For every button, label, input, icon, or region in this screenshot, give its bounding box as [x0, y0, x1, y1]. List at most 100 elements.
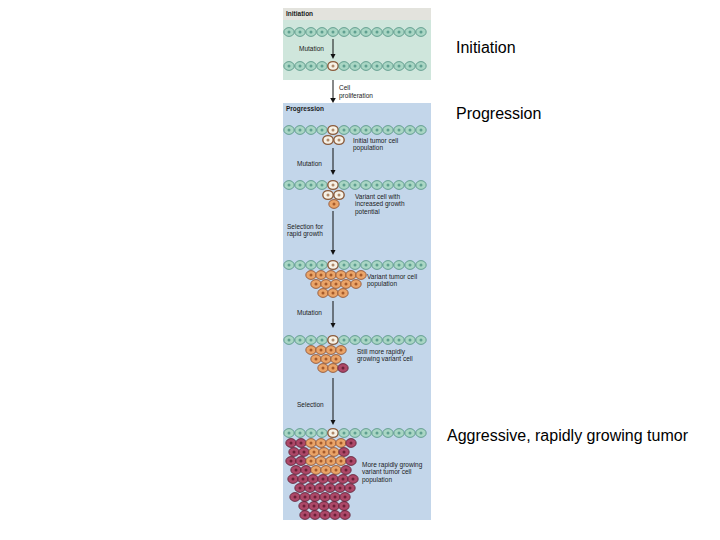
- cell-nucleus: [333, 203, 336, 206]
- cell-nucleus: [340, 460, 343, 463]
- cell-symbol: [306, 336, 316, 345]
- cell-symbol: [328, 336, 338, 345]
- cell-symbol: [361, 181, 371, 190]
- cell-nucleus: [376, 129, 379, 132]
- cell-symbol: [295, 261, 305, 270]
- cell-body: [405, 126, 415, 135]
- cell-symbol: [319, 502, 329, 511]
- cell-nucleus: [321, 339, 324, 342]
- cell-body: [339, 502, 349, 511]
- cell-nucleus: [310, 129, 313, 132]
- cell-symbol: [383, 429, 393, 438]
- cell-nucleus: [309, 487, 312, 490]
- cell-nucleus: [310, 442, 313, 445]
- cell-nucleus: [343, 65, 346, 68]
- cell-body: [306, 62, 316, 71]
- cell-nucleus: [387, 264, 390, 267]
- cell-nucleus: [409, 264, 412, 267]
- cell-body: [335, 484, 345, 493]
- cell-nucleus: [300, 460, 303, 463]
- cell-body: [325, 484, 335, 493]
- cell-nucleus: [332, 478, 335, 481]
- cell-symbol: [356, 271, 366, 280]
- cell-nucleus: [312, 478, 315, 481]
- cell-body: [311, 355, 321, 364]
- cell-body: [351, 280, 361, 289]
- cell-nucleus: [376, 184, 379, 187]
- cell-symbol: [311, 280, 321, 289]
- cell-symbol: [394, 62, 404, 71]
- cell-symbol: [339, 126, 349, 135]
- cell-body: [405, 261, 415, 270]
- cell-nucleus: [332, 264, 335, 267]
- cell-body: [318, 475, 328, 484]
- cell-nucleus: [350, 460, 353, 463]
- cell-nucleus: [319, 487, 322, 490]
- stage-annotation: Aggressive, rapidly growing tumor: [447, 426, 688, 445]
- cell-symbol: [295, 62, 305, 71]
- cell-symbol: [295, 28, 305, 37]
- cell-symbol: [350, 181, 360, 190]
- cell-body: [346, 271, 356, 280]
- cell-symbol: [350, 261, 360, 270]
- cell-symbol: [306, 346, 316, 355]
- cell-symbol: [339, 62, 349, 71]
- cell-body: [306, 126, 316, 135]
- cell-symbol: [372, 28, 382, 37]
- cell-body: [383, 62, 393, 71]
- cell-nucleus: [354, 129, 357, 132]
- step-label: Variant cell with increased growth poten…: [355, 193, 423, 215]
- cell-nucleus: [325, 469, 328, 472]
- cell-symbol: [310, 511, 320, 520]
- cell-symbol: [284, 126, 294, 135]
- cell-body: [350, 429, 360, 438]
- cell-symbol: [284, 62, 294, 71]
- cell-nucleus: [303, 451, 306, 454]
- cell-nucleus: [299, 129, 302, 132]
- cell-body: [372, 261, 382, 270]
- cell-nucleus: [409, 184, 412, 187]
- cell-body: [328, 62, 338, 71]
- cell-symbol: [309, 502, 319, 511]
- cell-body: [300, 511, 310, 520]
- cell-symbol: [323, 136, 333, 145]
- cell-body: [295, 126, 305, 135]
- cell-symbol: [416, 261, 426, 270]
- cell-nucleus: [293, 451, 296, 454]
- cell-symbol: [316, 271, 326, 280]
- cell-symbol: [306, 261, 316, 270]
- cell-symbol: [318, 364, 328, 373]
- cell-symbol: [334, 136, 344, 145]
- cell-symbol: [309, 448, 319, 457]
- cell-body: [306, 429, 316, 438]
- cell-nucleus: [343, 129, 346, 132]
- cell-nucleus: [332, 292, 335, 295]
- cell-body: [305, 484, 315, 493]
- cell-symbol: [296, 439, 306, 448]
- arrow-shaft: [333, 211, 334, 251]
- cell-symbol: [295, 429, 305, 438]
- cell-symbol: [336, 457, 346, 466]
- cell-body: [295, 181, 305, 190]
- cell-nucleus: [409, 432, 412, 435]
- cell-body: [416, 261, 426, 270]
- cell-nucleus: [335, 358, 338, 361]
- cell-body: [295, 28, 305, 37]
- cell-body: [336, 439, 346, 448]
- cell-nucleus: [340, 349, 343, 352]
- cell-nucleus: [288, 339, 291, 342]
- cell-symbol: [372, 429, 382, 438]
- cell-nucleus: [321, 129, 324, 132]
- cell-nucleus: [320, 460, 323, 463]
- cell-body: [361, 336, 371, 345]
- cell-nucleus: [310, 184, 313, 187]
- cell-symbol: [298, 475, 308, 484]
- cell-nucleus: [288, 129, 291, 132]
- cell-body: [290, 493, 300, 502]
- cell-nucleus: [387, 129, 390, 132]
- cell-body: [286, 439, 296, 448]
- cell-symbol: [330, 493, 340, 502]
- cell-body: [317, 181, 327, 190]
- cell-body: [284, 181, 294, 190]
- cell-symbol: [305, 484, 315, 493]
